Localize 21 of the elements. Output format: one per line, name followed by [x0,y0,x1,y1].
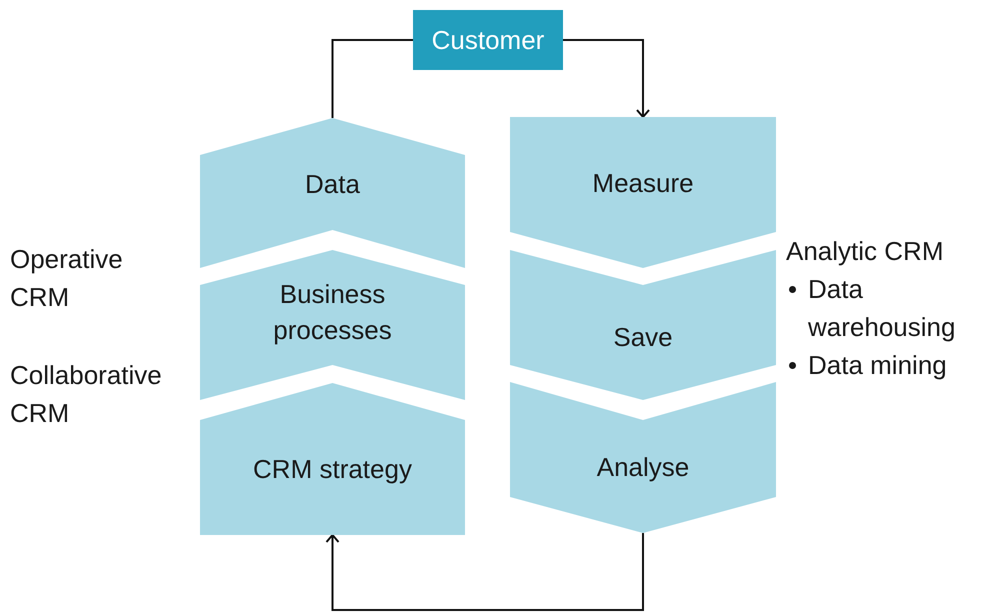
process-stage [510,117,776,268]
node-label: Measure [591,167,695,200]
actor-box [413,10,563,70]
node-label: Customer [430,24,546,57]
process-stage [510,250,776,400]
annotation-text: Data mining [808,349,948,382]
annotation-text: Collaborative CRM [10,359,163,430]
process-stage [510,382,776,533]
node-label: Save [612,321,674,354]
connector-arrow [563,39,650,118]
connector-arrow [326,533,644,611]
process-stage [200,118,465,268]
node-label: CRM strategy [252,453,413,486]
node-label: Business processes [272,278,393,347]
process-stage [200,250,465,400]
annotation-text: Analytic CRM [786,235,944,268]
annotation-text: Data warehousing [808,273,956,344]
node-label: Analyse [596,451,690,484]
process-stage [200,383,465,535]
node-label: Data [304,168,361,201]
annotation-text: Operative CRM [10,243,124,314]
